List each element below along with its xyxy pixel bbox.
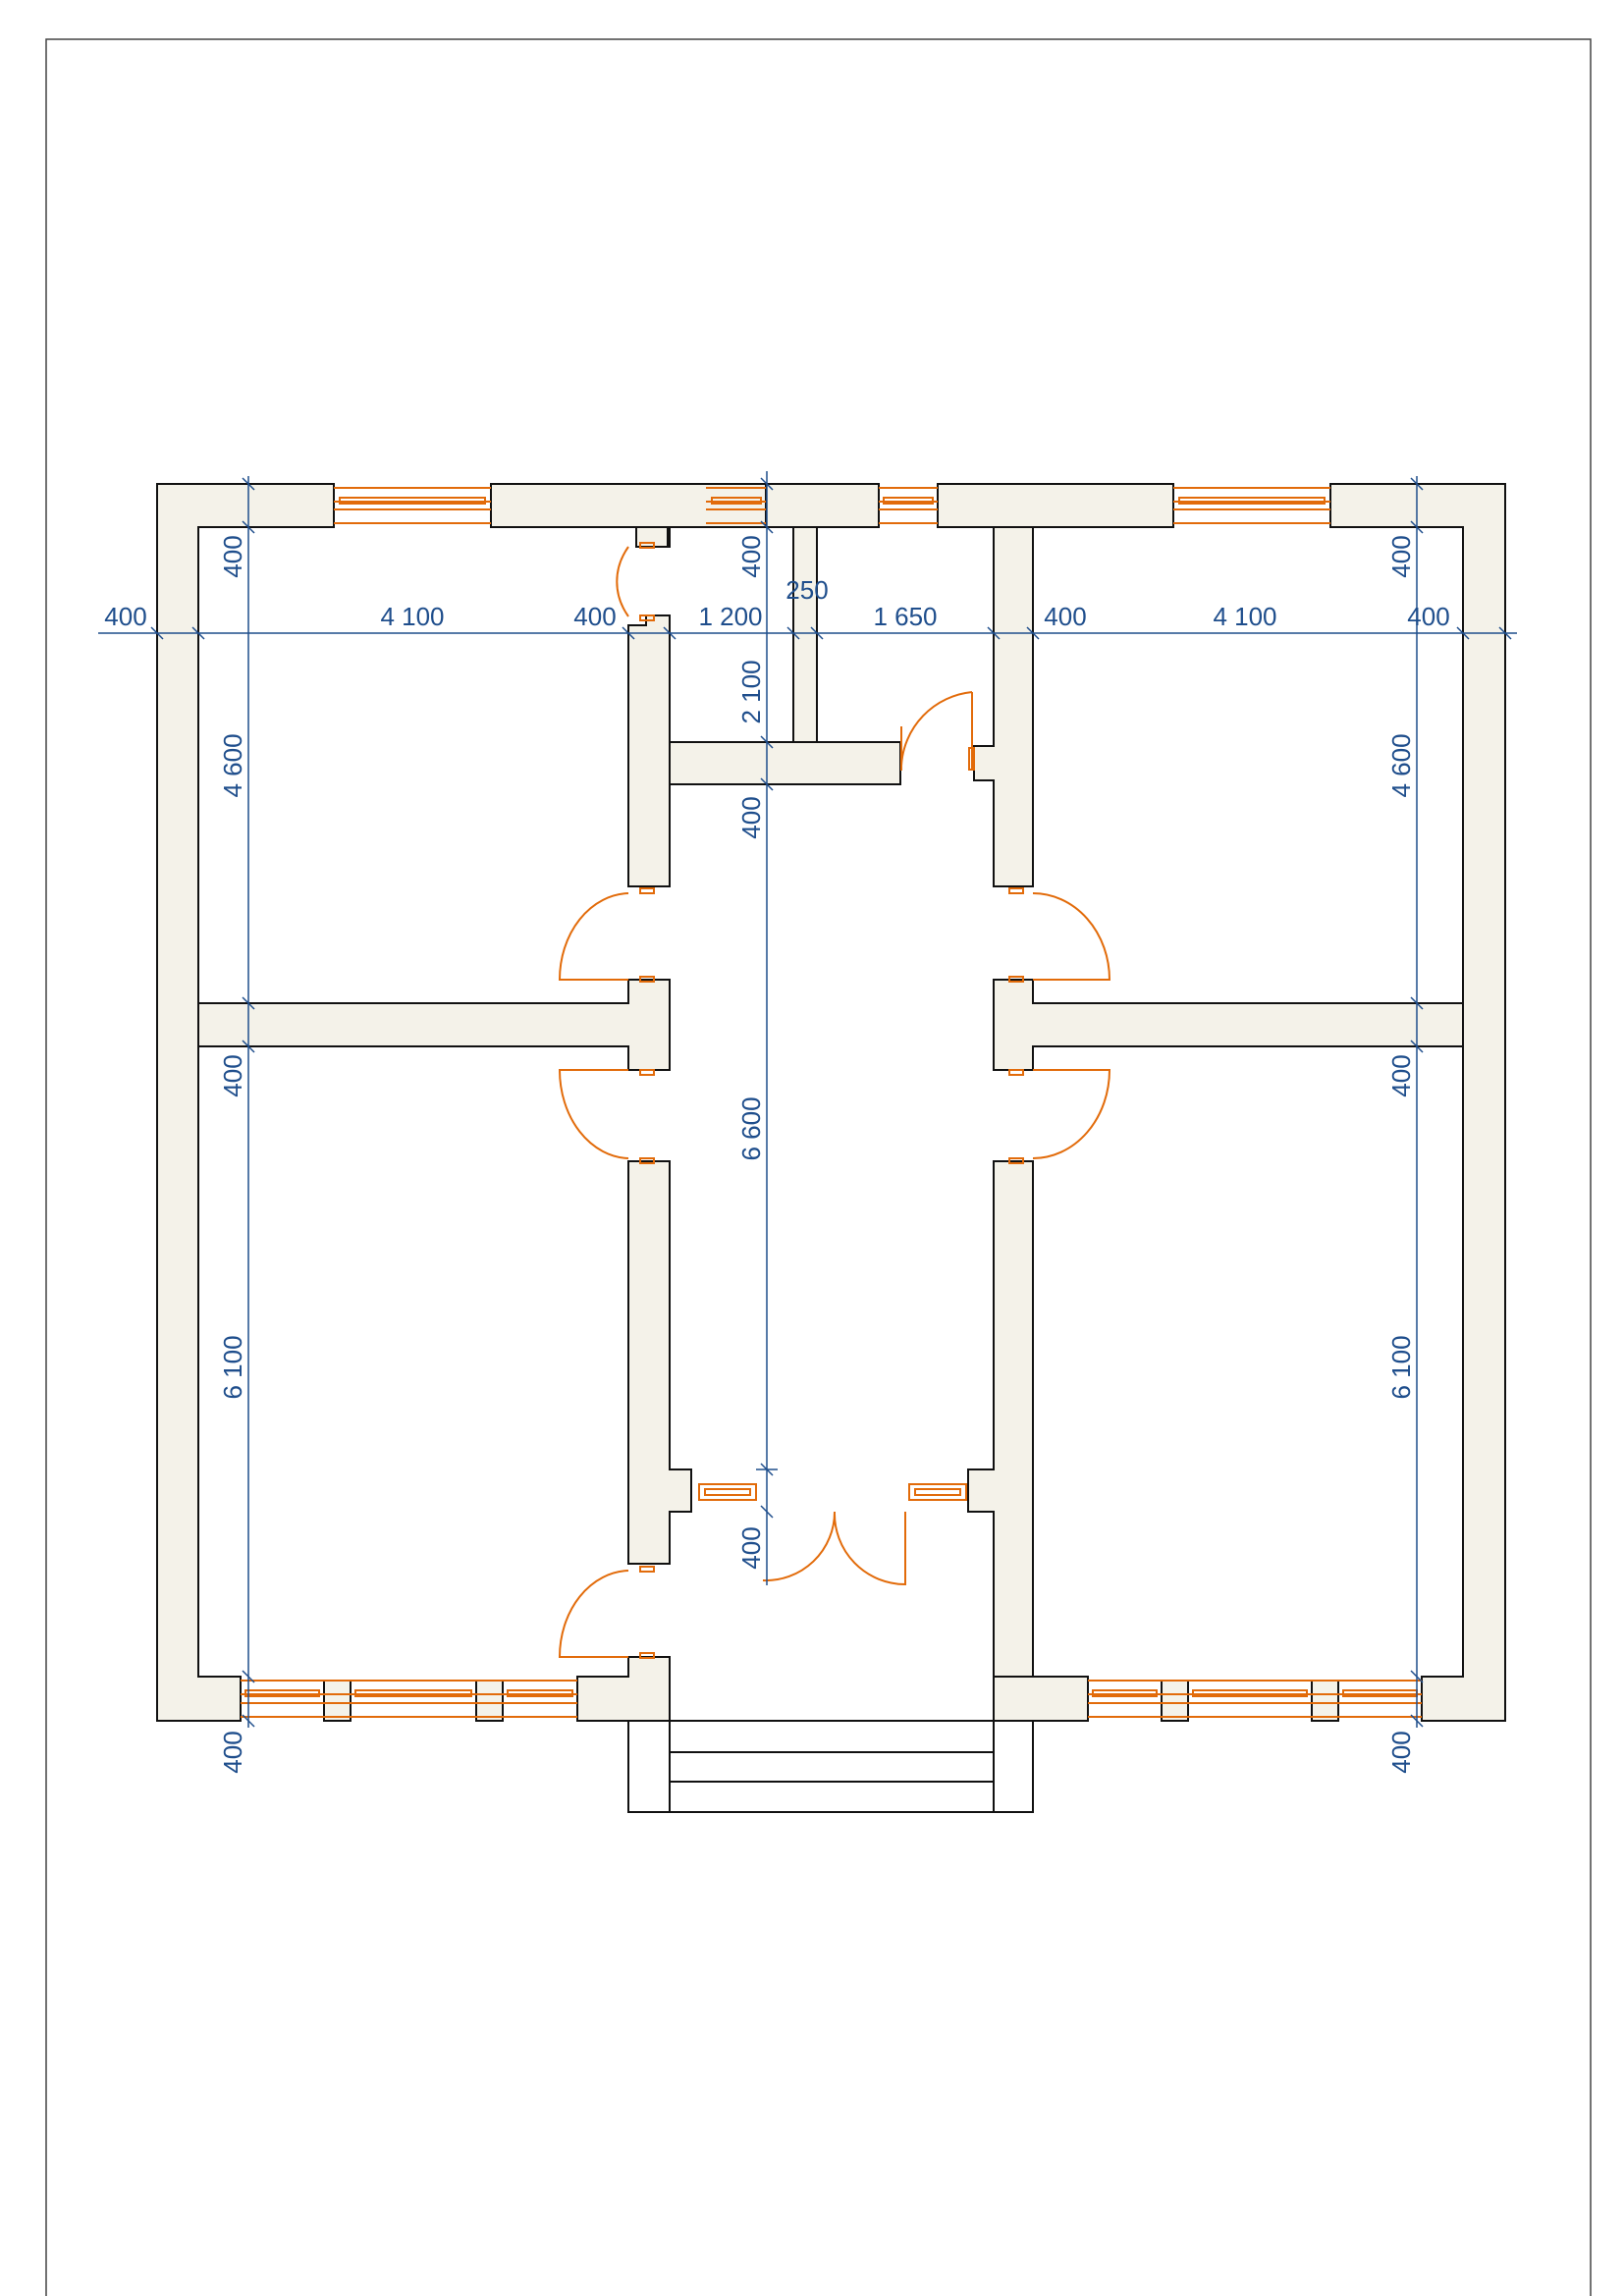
outer-wall-left <box>156 483 335 1722</box>
corridor-wall-left-1 <box>627 614 671 887</box>
dim-top-5: 1 650 <box>873 602 937 631</box>
door-room-ll <box>558 1069 629 1159</box>
corridor-wall-right-2 <box>967 1160 1034 1678</box>
door-room-ul <box>558 892 629 981</box>
dim-right-4: 6 100 <box>1386 1335 1416 1399</box>
outer-wall-top-c <box>937 483 1174 528</box>
window-corridor-right <box>908 1483 967 1501</box>
dimension-labels: 400 4 100 400 1 200 250 1 650 400 4 100 … <box>104 535 1449 1773</box>
door-entrance <box>762 1511 906 1586</box>
outer-wall-bottom-left <box>576 1656 671 1722</box>
window-top-4 <box>1173 487 1330 524</box>
dim-top-4: 1 200 <box>698 602 762 631</box>
dim-left-2: 4 600 <box>218 733 247 797</box>
window-top-1 <box>334 487 491 524</box>
sheet-frame <box>45 38 1592 2296</box>
doors <box>558 542 1111 1659</box>
outer-wall-right <box>1329 483 1506 1722</box>
dim-right-5: 400 <box>1386 1731 1416 1773</box>
bathroom-wall-upper <box>669 741 901 785</box>
window-top-3 <box>879 487 938 524</box>
center-ticks <box>756 477 778 1519</box>
partition-left <box>197 979 671 1071</box>
dimension-lines <box>98 471 1517 1728</box>
dim-center-4: 6 600 <box>736 1096 766 1160</box>
dim-top-1: 400 <box>104 602 146 631</box>
door-room-lr <box>1032 1069 1111 1159</box>
window-bottom-left <box>241 1680 577 1718</box>
dim-center-3: 400 <box>736 796 766 838</box>
dim-top-250: 250 <box>785 575 828 605</box>
dim-left-5: 400 <box>218 1731 247 1773</box>
door-top-left <box>616 546 629 617</box>
dim-center-2: 2 100 <box>736 660 766 723</box>
corridor-wall-right-1 <box>973 526 1034 887</box>
outer-wall-top-a <box>490 483 767 528</box>
walls <box>156 483 1506 1722</box>
bathroom-divider <box>792 526 818 743</box>
dim-center-5: 400 <box>736 1526 766 1569</box>
dim-left-4: 6 100 <box>218 1335 247 1399</box>
dim-top-6: 400 <box>1044 602 1086 631</box>
corridor-wall-left-3 <box>627 1160 692 1565</box>
dim-left-3: 400 <box>218 1054 247 1096</box>
dim-right-1: 400 <box>1386 535 1416 577</box>
dim-top-3: 400 <box>573 602 616 631</box>
window-pier-1 <box>323 1680 352 1722</box>
door-bathroom <box>900 691 973 771</box>
window-corridor-left <box>698 1483 757 1501</box>
window-pier-4 <box>1311 1680 1339 1722</box>
entrance-steps <box>627 1720 1034 1813</box>
door-bottom-left <box>558 1570 629 1658</box>
left-ticks <box>242 477 255 1728</box>
top-ticks <box>150 626 1512 640</box>
dim-left-1: 400 <box>218 535 247 577</box>
right-ticks <box>1410 477 1424 1728</box>
window-pier-2 <box>475 1680 504 1722</box>
window-pier-3 <box>1161 1680 1189 1722</box>
windows <box>241 487 1422 1718</box>
bathroom-wall-top <box>765 484 879 743</box>
dim-top-7: 4 100 <box>1213 602 1276 631</box>
partition-right <box>993 979 1464 1071</box>
dim-right-2: 4 600 <box>1386 733 1416 797</box>
dim-top-2: 4 100 <box>380 602 444 631</box>
door-room-ur <box>1032 892 1111 981</box>
dim-right-3: 400 <box>1386 1054 1416 1096</box>
dim-top-8: 400 <box>1407 602 1449 631</box>
window-bottom-right <box>1088 1680 1422 1718</box>
dim-center-1: 400 <box>736 535 766 577</box>
window-top-2 <box>706 487 766 524</box>
